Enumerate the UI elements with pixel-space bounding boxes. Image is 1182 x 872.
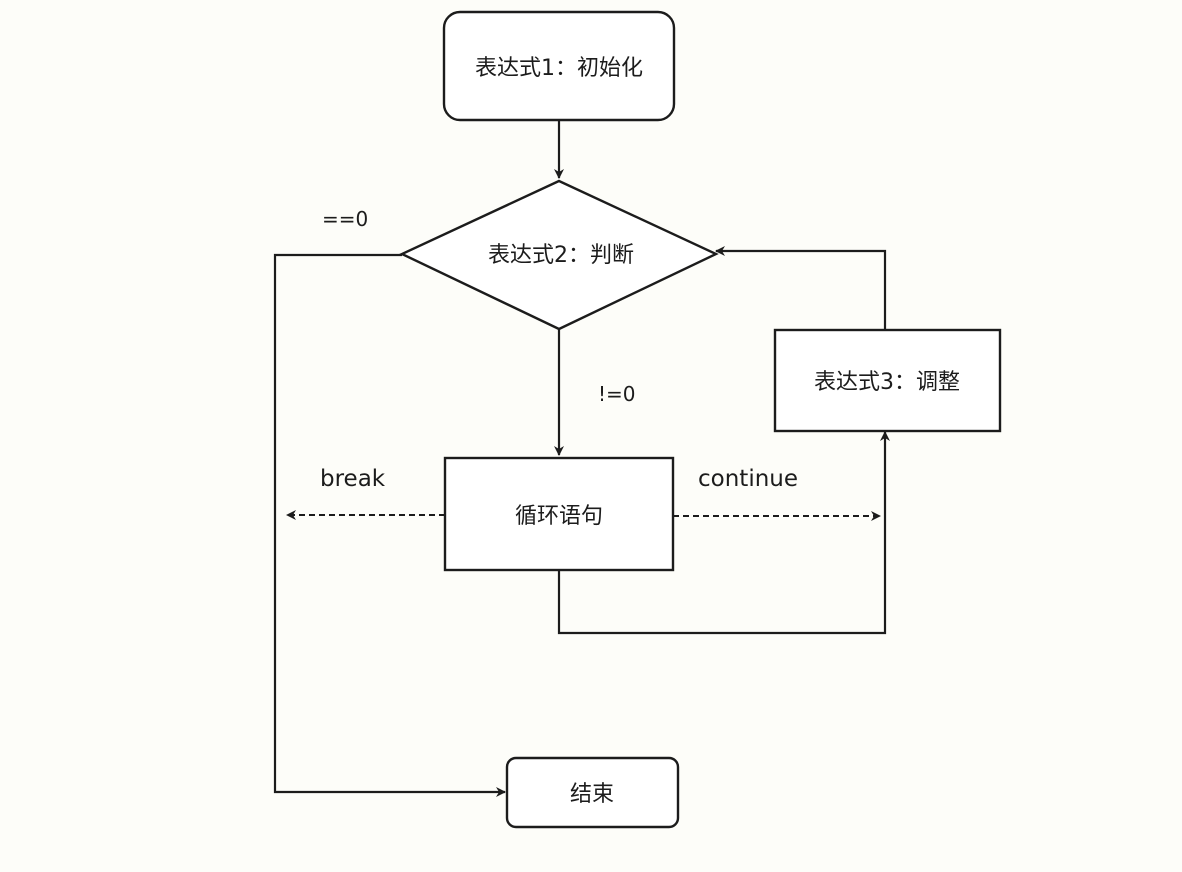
edge-label-break: break xyxy=(320,466,386,492)
edge-label-true: !=0 xyxy=(598,382,636,406)
node-body-label: 循环语句 xyxy=(515,504,603,529)
edge-body-to-adjust xyxy=(557,431,890,635)
node-body: 循环语句 xyxy=(443,456,675,572)
edge-label-continue: continue xyxy=(698,466,798,492)
edge-label-false: ==0 xyxy=(322,207,368,231)
node-adjust-label: 表达式3：调整 xyxy=(814,370,960,395)
node-init-label: 表达式1：初始化 xyxy=(475,56,643,81)
node-adjust: 表达式3：调整 xyxy=(773,328,1002,433)
edge-judge-false-to-end xyxy=(273,253,506,797)
node-end-label: 结束 xyxy=(570,782,614,807)
node-init: 表达式1：初始化 xyxy=(442,10,676,122)
node-end: 结束 xyxy=(505,756,680,829)
edge-adjust-to-judge xyxy=(715,246,887,329)
node-judge-label: 表达式2：判断 xyxy=(488,243,634,268)
node-judge: 表达式2：判断 xyxy=(399,179,719,331)
